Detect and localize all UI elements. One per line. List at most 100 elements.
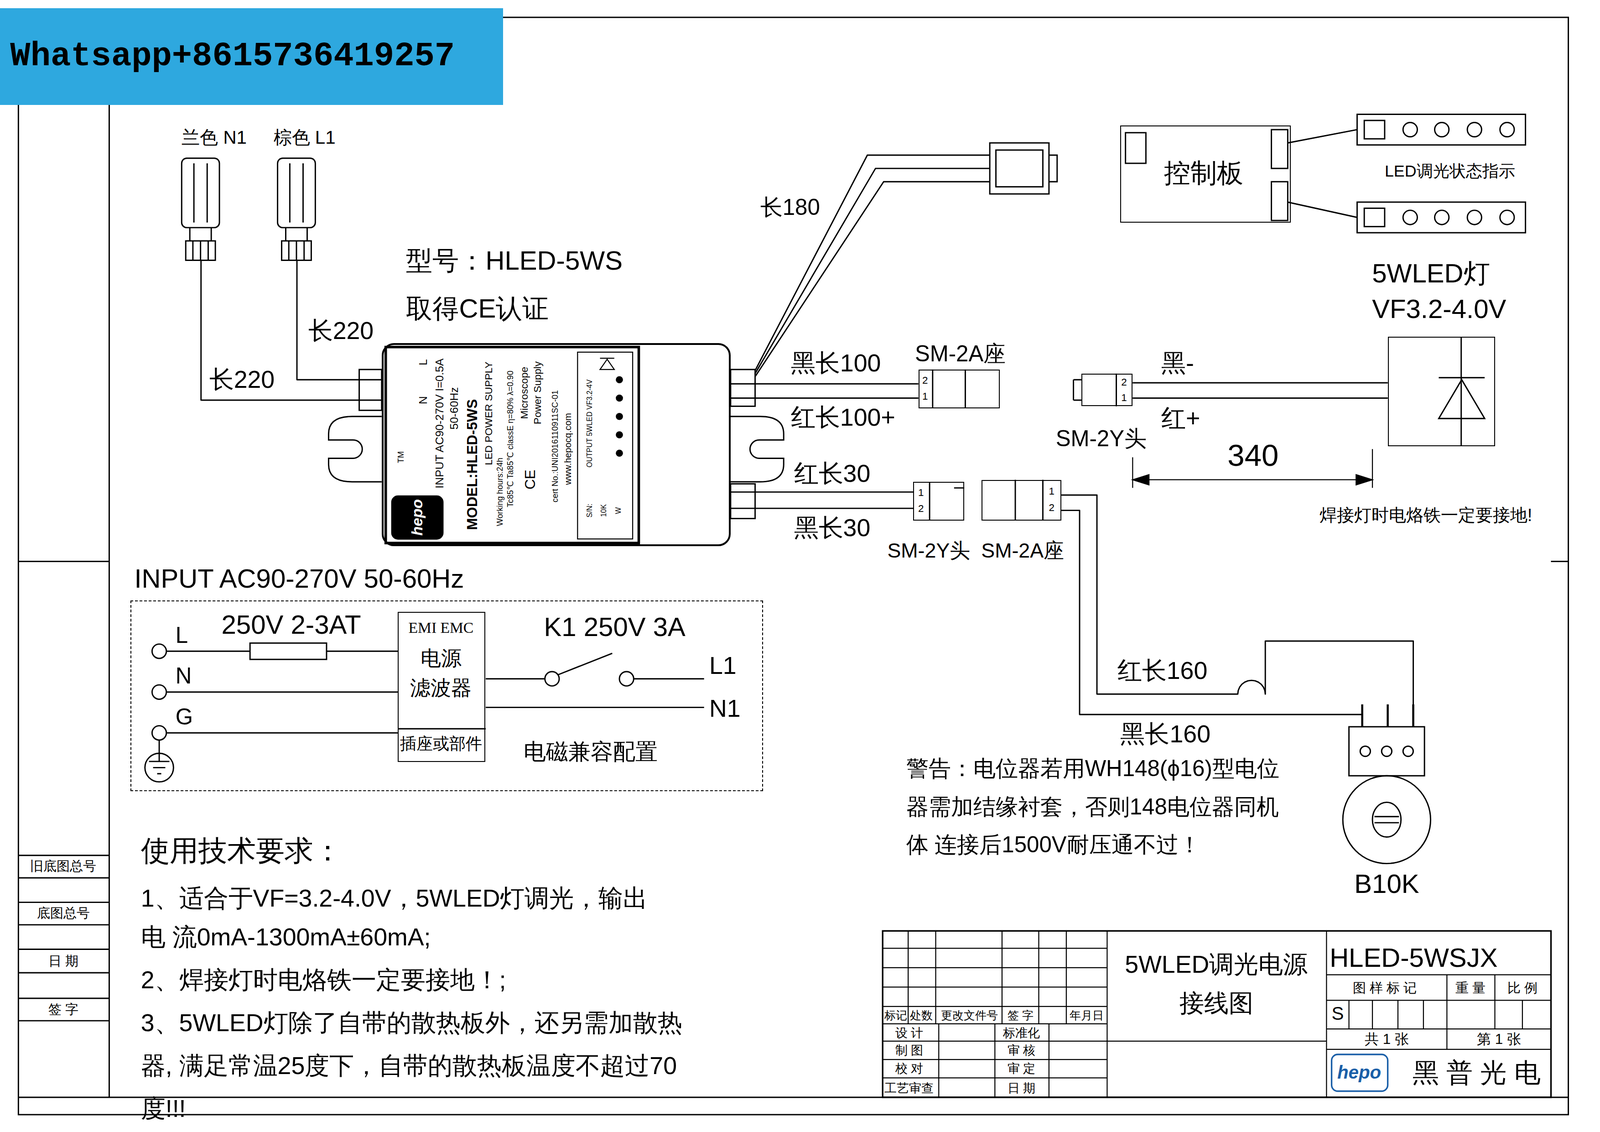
node-text: www.hepocq.com xyxy=(563,412,574,485)
label-text: 250V 2-3AT xyxy=(221,609,361,640)
title-block xyxy=(908,930,1067,1024)
wire xyxy=(1061,510,1363,727)
node-text: L xyxy=(416,358,430,366)
node-text: W xyxy=(614,506,623,514)
led-indicator-strip xyxy=(1467,122,1482,137)
wire-label: 长220 xyxy=(209,365,276,394)
schematic xyxy=(151,684,167,699)
power-supply-housing xyxy=(328,347,784,544)
node-text: SM-2Y头 xyxy=(887,538,971,562)
terminal-plug-drawing xyxy=(193,163,195,223)
power-supply-housing xyxy=(385,347,639,544)
node-text: 棕色 L1 xyxy=(273,127,336,149)
led-indicator-strip xyxy=(1364,207,1385,227)
wire-label: 黑- xyxy=(1161,349,1195,378)
wire-label: 黑长160 xyxy=(1120,719,1211,749)
label-text: 工艺审查 xyxy=(884,1080,934,1095)
label-text: 340 xyxy=(1227,437,1279,473)
power-supply-housing xyxy=(730,416,784,482)
connector-housing xyxy=(1073,373,1117,407)
label-text: 制 图 xyxy=(895,1043,924,1058)
label-text: HLED-5WSJX xyxy=(1329,941,1498,973)
terminal-plug-drawing xyxy=(289,163,291,223)
potentiometer-symbol xyxy=(1342,704,1431,864)
diode-symbol xyxy=(1460,336,1462,446)
led-indicator-strip xyxy=(1402,210,1418,225)
title-block xyxy=(1446,974,1495,1000)
schematic xyxy=(398,727,486,730)
title-block xyxy=(882,930,1551,1097)
power-supply-housing xyxy=(615,431,624,439)
wire xyxy=(730,397,919,399)
label-text: 日 期 xyxy=(48,953,79,969)
diode-symbol xyxy=(1438,379,1485,419)
schematic xyxy=(545,671,560,686)
terminal-plug: 兰色 N1 xyxy=(181,158,220,261)
title-block xyxy=(938,1023,1050,1097)
terminal-plug-drawing xyxy=(285,227,307,241)
label-text: 处数 xyxy=(909,1008,933,1022)
led-indicator-strip xyxy=(1434,210,1450,225)
led-indicator-strip xyxy=(1434,122,1450,137)
power-supply-housing xyxy=(359,369,382,411)
title-block xyxy=(1106,1040,1327,1042)
potentiometer-symbol xyxy=(1381,745,1392,756)
wire xyxy=(1061,494,1414,727)
label-text: N1 xyxy=(709,694,741,723)
wire-label: 红长160 xyxy=(1117,656,1208,685)
drawing-frame xyxy=(18,854,110,856)
label-text: 底图总号 xyxy=(36,905,90,921)
label-text: N xyxy=(175,662,193,689)
drawing-frame xyxy=(18,901,110,903)
label-text: 比 例 xyxy=(1507,980,1538,996)
node-text: 10K xyxy=(599,503,608,517)
node-text: SM-2A座 xyxy=(914,340,1006,367)
drawing-frame xyxy=(18,1019,110,1022)
connector-housing xyxy=(996,150,1044,188)
wire xyxy=(201,259,382,400)
schematic xyxy=(145,753,174,782)
label-text: 图 样 标 记 xyxy=(1352,980,1417,996)
label-text: 校 对 xyxy=(895,1061,924,1076)
label-text: S xyxy=(1331,1002,1345,1024)
label-text: K1 250V 3A xyxy=(543,611,686,642)
connector-housing xyxy=(1015,479,1043,520)
node-text: SM-2A座 xyxy=(981,538,1065,562)
title-block xyxy=(1349,999,1523,1029)
wire-label: 黑长100 xyxy=(790,349,882,378)
label-text: 更改文件号 xyxy=(940,1008,998,1022)
node-text: 1 xyxy=(922,390,928,403)
dimension-line xyxy=(1132,474,1373,485)
wire xyxy=(296,259,382,380)
terminal-plug-drawing xyxy=(281,240,312,261)
title-block xyxy=(1106,930,1108,1097)
potentiometer-symbol xyxy=(1372,801,1402,837)
led-lamp: 5WLED灯VF3.2-4.0V xyxy=(1387,336,1496,446)
label-text: 签 字 xyxy=(48,1001,79,1017)
terminal-plug: 棕色 L1 xyxy=(277,158,317,261)
terminal-plug-drawing xyxy=(189,227,212,241)
power-supply-housing xyxy=(730,483,756,519)
connector-plug: SM-2Y头12 xyxy=(913,481,965,521)
schematic xyxy=(151,644,167,659)
label-text: 设 计 xyxy=(895,1025,924,1040)
control-board-drawing xyxy=(1287,129,1357,218)
node-text: N xyxy=(416,395,430,405)
connector-housing xyxy=(929,481,965,521)
control-board-drawing xyxy=(1125,129,1358,221)
potentiometer: B10K xyxy=(1338,726,1435,866)
label-text: 焊接灯时电烙铁一定要接地! xyxy=(1319,505,1533,526)
node-text: 控制板 xyxy=(1163,157,1244,189)
label-text: L1 xyxy=(709,651,737,680)
node-text: 2 xyxy=(918,503,924,515)
wire xyxy=(1132,397,1388,399)
label-text: 共 1 张 xyxy=(1364,1030,1409,1048)
power-supply: LNINPUT AC90-270V I=0.5A50-60HzMODEL:HLE… xyxy=(381,342,731,546)
node-text: hepo xyxy=(408,498,427,536)
node-text: LED POWER SUPPLY xyxy=(483,361,495,466)
connector-housing xyxy=(1049,155,1058,182)
node-text: Power Supply xyxy=(531,361,544,425)
terminal-plug-drawing xyxy=(181,158,220,228)
